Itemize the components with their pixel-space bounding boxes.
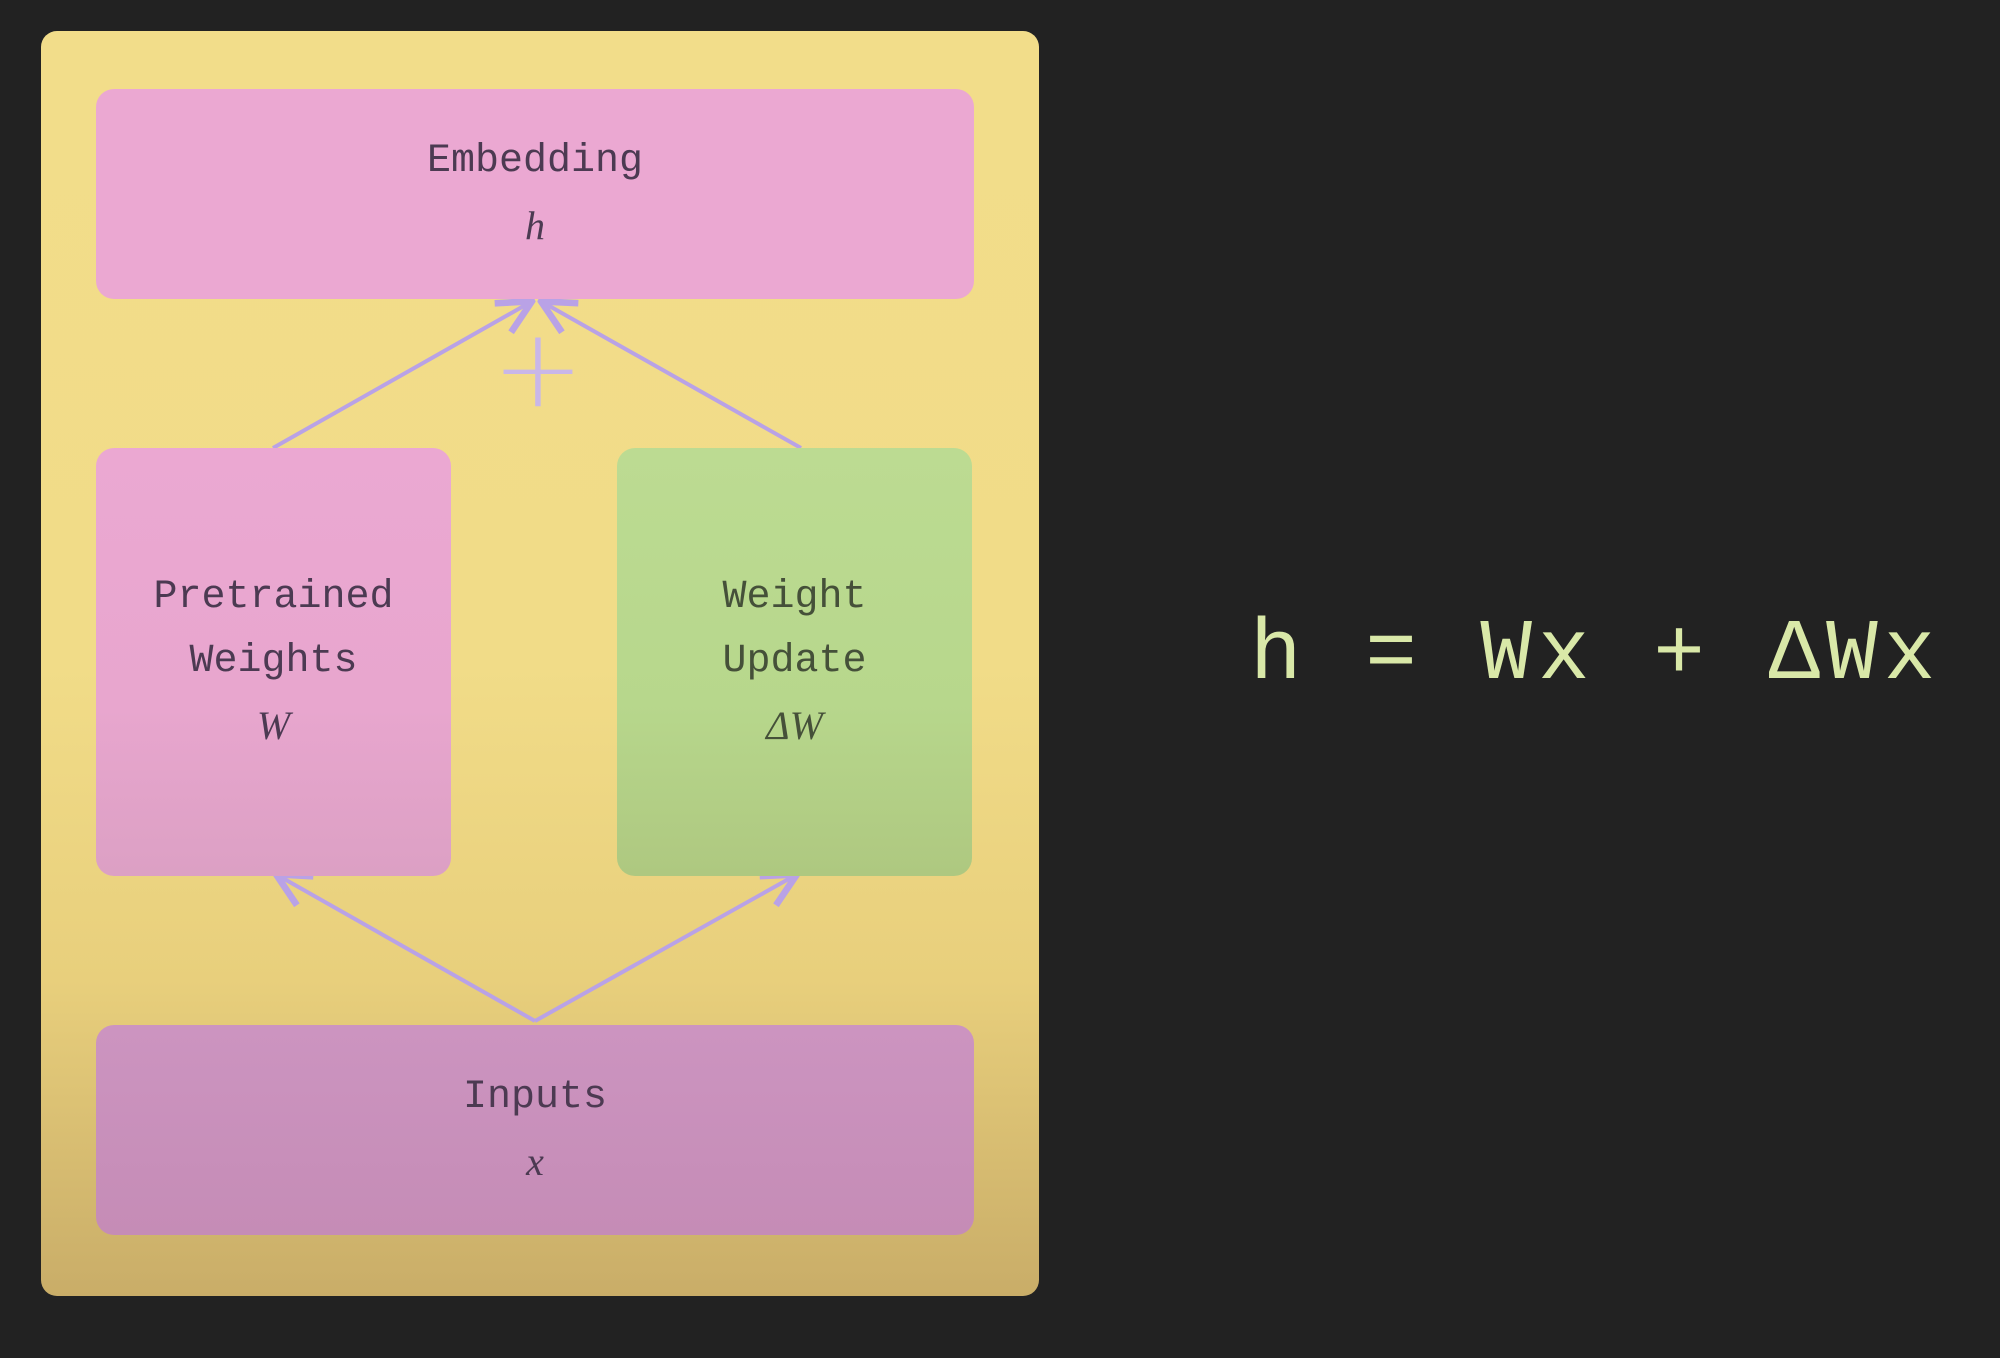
pretrained-label-line2: Weights — [189, 639, 358, 684]
update-label-line1: Weight — [722, 575, 867, 620]
arrow-update-to-embedding — [544, 303, 802, 450]
lora-equation: h = Wx + ΔWx — [1250, 606, 1942, 704]
pretrained-symbol: W — [256, 703, 291, 748]
weight-update-box: Weight Update ΔW — [617, 448, 972, 876]
inputs-label: Inputs — [462, 1075, 608, 1120]
update-symbol: ΔW — [766, 703, 823, 748]
pretrained-label-line1: Pretrained — [153, 575, 394, 620]
arrow-inputs-to-pretrained — [279, 876, 536, 1023]
inputs-box: Inputs x — [96, 1025, 974, 1235]
lora-diagram-panel: + Embedding h Pretrained Weights W Weigh… — [41, 31, 1039, 1296]
pretrained-weights-box: Pretrained Weights W — [96, 448, 451, 876]
embedding-label: Embedding — [426, 139, 644, 184]
update-label-line2: Update — [722, 639, 867, 684]
inputs-symbol: x — [526, 1139, 544, 1184]
arrow-pretrained-to-embedding — [272, 303, 529, 450]
plus-operator: + — [492, 304, 584, 432]
embedding-box: Embedding h — [96, 89, 974, 299]
arrow-inputs-to-update — [534, 876, 794, 1023]
embedding-symbol: h — [525, 203, 545, 248]
